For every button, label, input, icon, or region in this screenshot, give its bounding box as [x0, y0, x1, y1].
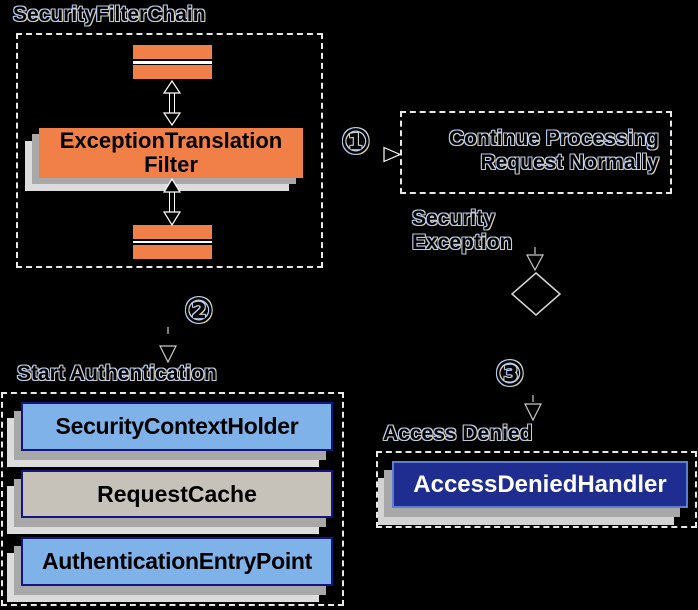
arrow-down-open-icon [524, 395, 542, 422]
arrow-down-open-icon [526, 247, 544, 272]
accessdeniedhandler-box: AccessDeniedHandler [392, 461, 688, 508]
arrow-down-open-icon [159, 327, 177, 364]
authenticationentrypoint-box: AuthenticationEntryPoint [21, 537, 333, 586]
filter-box-label-line1: ExceptionTranslation [59, 128, 283, 153]
securityfilterchain-box [16, 33, 323, 268]
filter-bar-separator [133, 241, 212, 243]
start-authentication-box [1, 392, 344, 606]
continue-line2: Request Normally [480, 151, 659, 174]
requestcache-box: RequestCache [21, 470, 333, 518]
access-denied-box [376, 451, 697, 528]
step-3-badge: ③ [495, 355, 525, 392]
continue-processing-box: Continue Processing Request Normally [400, 111, 672, 194]
security-exception-label: Security Exception [412, 207, 512, 255]
securityfilterchain-label: SecurityFilterChain [13, 3, 206, 26]
access-denied-label: Access Denied [383, 422, 533, 445]
step-2-badge: ② [184, 292, 214, 329]
security-exception-line2: Exception [412, 231, 513, 254]
arrow-right-icon [383, 146, 402, 163]
filter-box-label-line2: Filter [144, 152, 198, 177]
securitycontextholder-box: SecurityContextHolder [21, 402, 333, 451]
filter-bar [133, 65, 212, 79]
filter-bar [133, 225, 212, 239]
filter-bar-separator [133, 61, 212, 64]
step-1-badge: ① [341, 123, 371, 160]
exception-translation-filter-box: ExceptionTranslation Filter [39, 128, 303, 178]
security-exception-line1: Security [412, 207, 495, 230]
filter-bar [133, 45, 212, 59]
start-authentication-label: Start Authentication [17, 362, 217, 385]
filter-bar [133, 245, 212, 259]
continue-line1: Continue Processing [448, 127, 659, 150]
decision-diamond-icon [510, 272, 562, 316]
